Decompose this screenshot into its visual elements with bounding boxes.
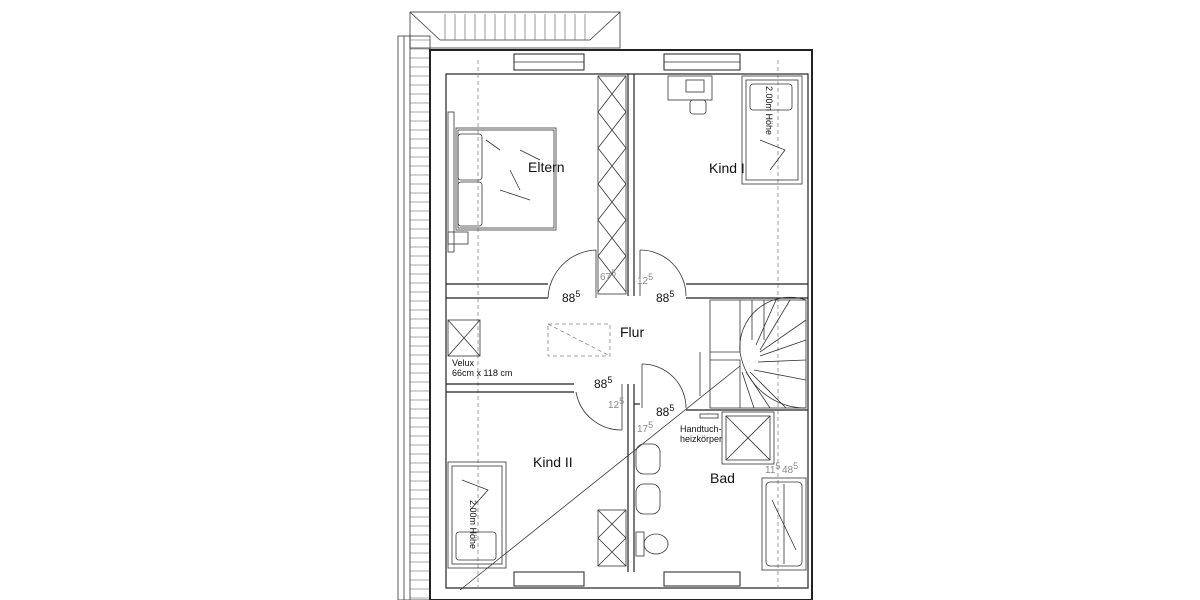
dim-bad-tub: 485 xyxy=(782,461,798,476)
towel-radiator-note-2: heizkörper xyxy=(680,434,722,444)
door-width-eltern: 885 xyxy=(562,289,580,305)
bed-kind2 xyxy=(447,461,507,569)
room-label-bad: Bad xyxy=(710,470,735,486)
door-eltern xyxy=(547,249,597,299)
window-bottom-kind2 xyxy=(513,571,585,587)
roof-eave-left xyxy=(397,35,431,600)
roof-eave-top xyxy=(409,11,621,49)
height-note-kind1: 2.00m Höhe xyxy=(764,86,774,135)
door-bad xyxy=(641,363,687,409)
interior-walls xyxy=(446,74,808,572)
room-label-eltern: Eltern xyxy=(528,159,565,175)
door-width-kind1: 885 xyxy=(656,289,674,305)
door-width-bad: 885 xyxy=(656,403,674,419)
door-width-kind2: 885 xyxy=(594,375,612,391)
towel-radiator xyxy=(699,413,719,419)
wardrobe-kind2 xyxy=(597,509,627,567)
double-bed xyxy=(447,111,557,253)
bed-kind1 xyxy=(741,75,803,185)
towel-radiator-note-1: Handtuch- xyxy=(680,424,722,434)
height-note-kind2: 2.00m Höhe xyxy=(468,500,478,549)
door-kind1 xyxy=(639,249,687,297)
outer-walls xyxy=(429,49,813,600)
dim-wardrobe-depth: 675 xyxy=(600,268,616,283)
velux-window-flur xyxy=(547,323,611,357)
room-label-kind1: Kind I xyxy=(709,160,745,176)
room-label-flur: Flur xyxy=(620,324,644,340)
washbasin-1 xyxy=(635,443,661,475)
room-label-kind2: Kind II xyxy=(533,454,573,470)
washbasin-2 xyxy=(635,483,661,515)
wardrobe-column xyxy=(597,75,627,295)
velux-note-size: 66cm x 118 cm xyxy=(452,368,512,378)
staircase xyxy=(699,296,807,409)
velux-window-left xyxy=(447,319,481,357)
door-kind2 xyxy=(575,384,623,431)
shower xyxy=(721,411,775,465)
dim-bad-wall: 115 xyxy=(765,461,780,476)
toilet xyxy=(635,531,669,557)
dim-wall-kind2: 125 xyxy=(608,396,624,411)
bathtub xyxy=(761,477,807,571)
velux-note-title: Velux xyxy=(452,358,475,368)
window-top-kind1 xyxy=(663,53,741,71)
window-top-eltern xyxy=(513,53,585,71)
diagonal-guide-line xyxy=(459,365,741,591)
window-bottom-bad xyxy=(663,571,741,587)
dim-wall-bad: 175 xyxy=(637,420,653,435)
desk-kind1 xyxy=(667,75,713,115)
dim-wall-kind1: 125 xyxy=(637,272,653,287)
